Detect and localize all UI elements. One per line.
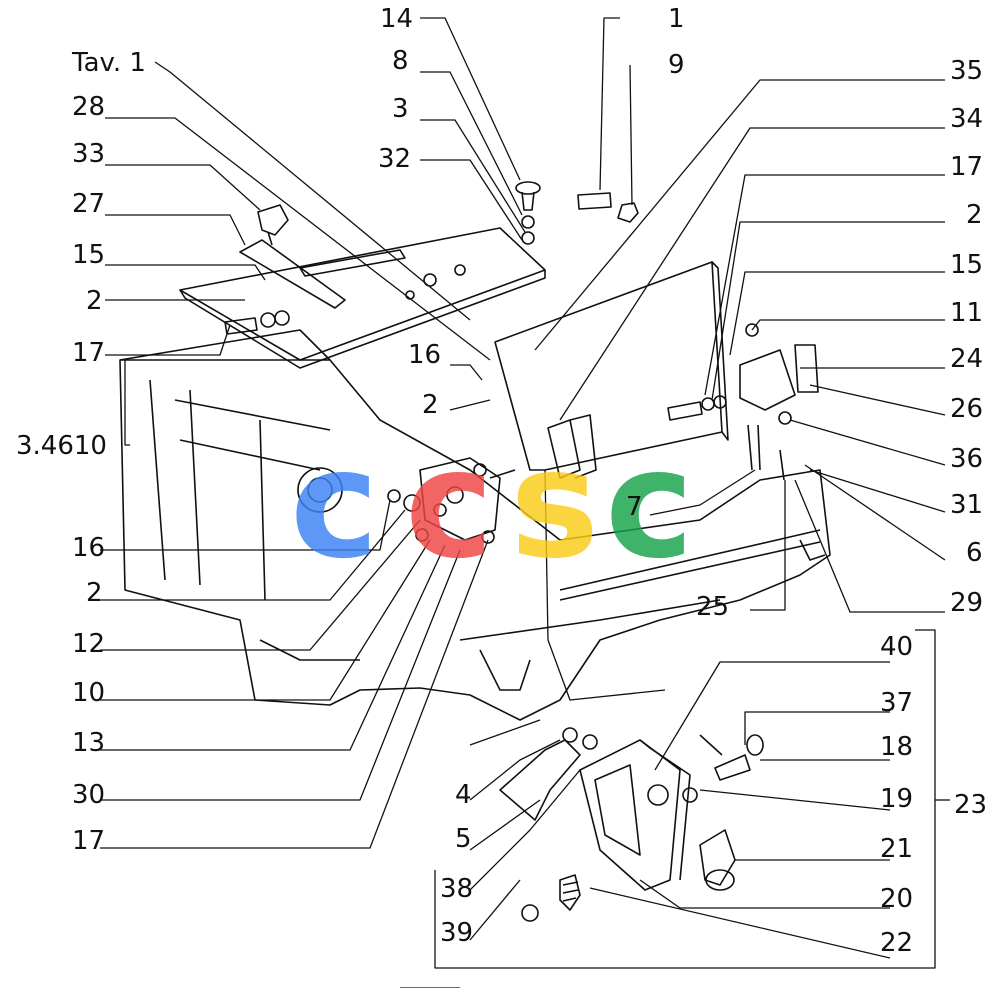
lock-21 <box>699 829 736 886</box>
callout-12: 12 <box>72 629 106 659</box>
body-top-face <box>119 329 331 361</box>
callout-35: 35 <box>950 56 984 86</box>
callout-24: 24 <box>950 344 984 374</box>
pivot-plate <box>419 457 501 541</box>
callout-26: 26 <box>950 394 984 424</box>
bolt-left <box>224 317 258 335</box>
callout-31: 31 <box>950 490 984 520</box>
hinge-plate-24 <box>794 344 819 393</box>
callout-28: 28 <box>72 92 106 122</box>
callout-2-right: 2 <box>966 200 983 230</box>
callout-37: 37 <box>880 688 914 718</box>
callout-15-right: 15 <box>950 250 984 280</box>
callout-39: 39 <box>440 918 474 948</box>
callout-15-left: 15 <box>72 240 106 270</box>
lever-27 <box>239 239 346 309</box>
hinge-slot <box>547 419 581 479</box>
rail <box>559 529 821 601</box>
top-plate-slot <box>299 249 406 277</box>
callout-3-4610: 3.4610 <box>16 431 107 461</box>
nut-9 <box>617 202 639 223</box>
callout-tav-1: Tav. 1 <box>72 48 146 78</box>
callout-20: 20 <box>880 884 914 914</box>
callout-3: 3 <box>392 94 409 124</box>
latch-pin <box>647 784 669 806</box>
watermark-s-yellow: s <box>510 418 600 592</box>
callout-14: 14 <box>380 4 414 34</box>
callout-11: 11 <box>950 298 984 328</box>
callout-2-mid: 2 <box>422 390 439 420</box>
knob-33 <box>257 204 289 236</box>
callout-22: 22 <box>880 928 914 958</box>
callout-17-left-bottom: 17 <box>72 826 106 856</box>
body-inner-rib <box>149 379 266 601</box>
callout-8: 8 <box>392 46 409 76</box>
callout-19: 19 <box>880 784 914 814</box>
latch-plate <box>579 739 681 891</box>
watermark-c-red: c <box>405 418 494 592</box>
callout-7: 7 <box>626 492 643 522</box>
callout-2-left: 2 <box>86 578 103 608</box>
callout-9: 9 <box>668 50 685 80</box>
bolt-right <box>667 401 703 421</box>
callout-17-right: 17 <box>950 152 984 182</box>
body-shaft <box>174 399 331 471</box>
callout-40: 40 <box>880 632 914 662</box>
watermark-c-green: c <box>605 418 694 592</box>
rail-lower <box>459 599 721 641</box>
callout-6: 6 <box>966 538 983 568</box>
callout-1: 1 <box>668 4 685 34</box>
door-panel <box>494 261 723 471</box>
callout-33: 33 <box>72 139 106 169</box>
callout-10: 10 <box>72 678 106 708</box>
lever-5 <box>499 739 581 821</box>
spring-22 <box>559 874 581 911</box>
callout-4: 4 <box>455 780 472 810</box>
callout-23: 23 <box>954 790 988 820</box>
callout-16-left: 16 <box>72 533 106 563</box>
callout-38: 38 <box>440 874 474 904</box>
callout-30: 30 <box>72 780 106 810</box>
callout-5: 5 <box>455 824 472 854</box>
callout-21: 21 <box>880 834 914 864</box>
callout-18: 18 <box>880 732 914 762</box>
latch-inner <box>594 764 641 856</box>
gearbox-body <box>119 359 831 721</box>
callout-36: 36 <box>950 444 984 474</box>
callout-16-mid: 16 <box>408 340 442 370</box>
callout-32: 32 <box>378 144 412 174</box>
pin-18 <box>714 754 751 781</box>
watermark-c-blue: c <box>290 418 379 592</box>
callout-27: 27 <box>72 189 106 219</box>
bolt-1 <box>577 192 612 210</box>
latch-loop <box>569 414 597 479</box>
hinge-bracket <box>739 349 796 411</box>
callout-34: 34 <box>950 104 984 134</box>
callout-29: 29 <box>950 588 984 618</box>
callout-25: 25 <box>696 592 730 622</box>
cap-14 <box>515 181 541 195</box>
callout-13: 13 <box>72 728 106 758</box>
callout-17-left-top: 17 <box>72 338 106 368</box>
callout-2-left-top: 2 <box>86 286 103 316</box>
body-bore <box>297 467 343 513</box>
